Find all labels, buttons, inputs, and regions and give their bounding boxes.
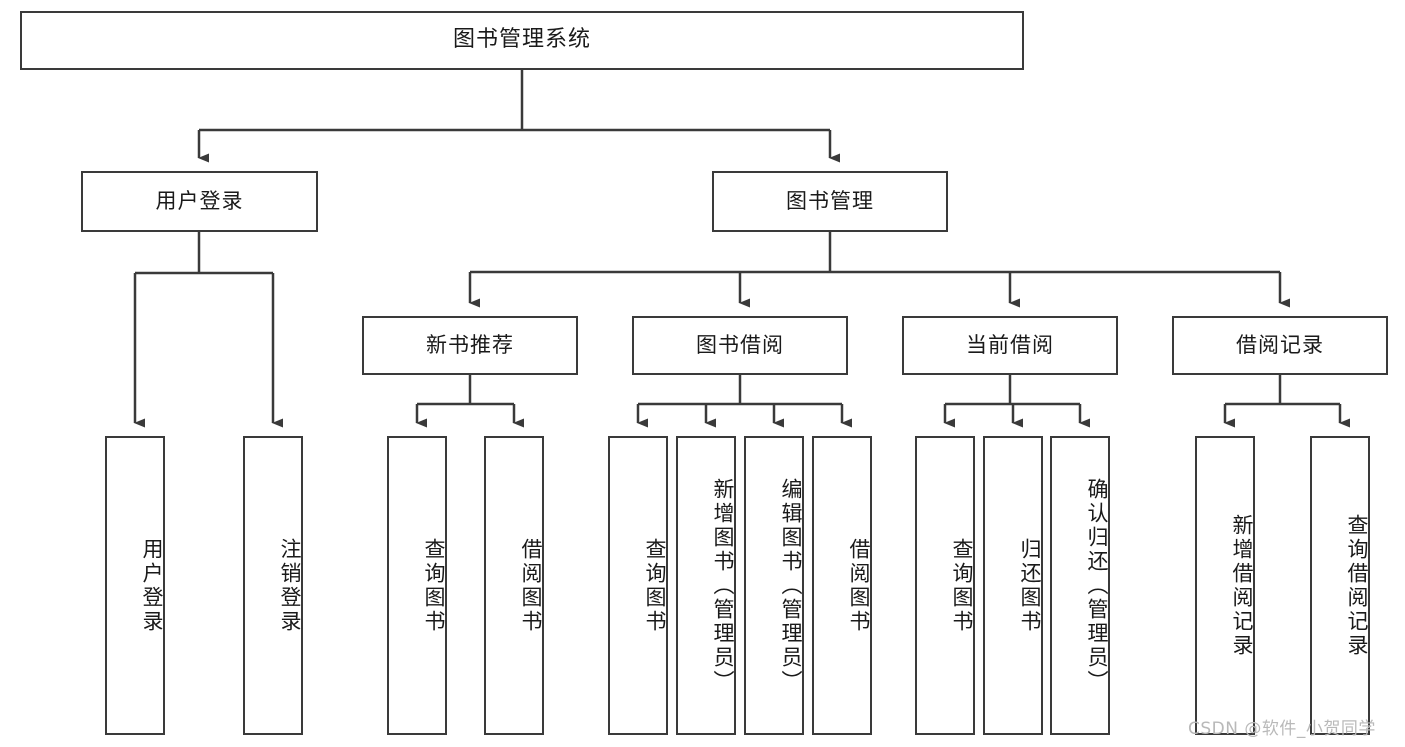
node-label: 注销登录 bbox=[278, 537, 302, 634]
node-label: 借阅图书 bbox=[847, 537, 871, 634]
node-label: 新增借阅记录 bbox=[1230, 513, 1254, 658]
node-book-management[interactable]: 图书管理 bbox=[712, 171, 948, 232]
node-leaf-query-book-current[interactable]: 查询图书 bbox=[915, 436, 975, 735]
node-leaf-borrow-book[interactable]: 借阅图书 bbox=[812, 436, 872, 735]
node-label: 查询借阅记录 bbox=[1345, 513, 1369, 658]
node-leaf-query-book-recommend[interactable]: 查询图书 bbox=[387, 436, 447, 735]
node-leaf-query-borrow-record[interactable]: 查询借阅记录 bbox=[1310, 436, 1370, 735]
node-leaf-query-book-borrow[interactable]: 查询图书 bbox=[608, 436, 668, 735]
node-leaf-logout-login[interactable]: 注销登录 bbox=[243, 436, 303, 735]
node-leaf-add-borrow-record[interactable]: 新增借阅记录 bbox=[1195, 436, 1255, 735]
node-leaf-borrow-book-recommend[interactable]: 借阅图书 bbox=[484, 436, 544, 735]
node-label: 借阅记录 bbox=[1236, 332, 1324, 357]
node-leaf-edit-book[interactable]: 编辑图书（管理员） bbox=[744, 436, 804, 735]
node-label: 查询图书 bbox=[422, 537, 446, 634]
node-label: 借阅图书 bbox=[519, 537, 543, 634]
node-label: 确认归还（管理员） bbox=[1085, 477, 1109, 694]
node-leaf-user-login[interactable]: 用户登录 bbox=[105, 436, 165, 735]
node-new-book-recommend[interactable]: 新书推荐 bbox=[362, 316, 578, 375]
node-current-borrow[interactable]: 当前借阅 bbox=[902, 316, 1118, 375]
node-label: 新增图书（管理员） bbox=[711, 477, 735, 694]
node-label: 用户登录 bbox=[155, 188, 244, 213]
watermark-text: CSDN @软件_小贺同学 bbox=[1188, 719, 1376, 739]
node-label: 图书管理 bbox=[786, 188, 874, 213]
node-label: 用户登录 bbox=[140, 537, 164, 634]
node-leaf-return-book[interactable]: 归还图书 bbox=[983, 436, 1043, 735]
node-leaf-add-book[interactable]: 新增图书（管理员） bbox=[676, 436, 736, 735]
node-leaf-confirm-return[interactable]: 确认归还（管理员） bbox=[1050, 436, 1110, 735]
node-label: 当前借阅 bbox=[966, 332, 1054, 357]
node-borrow-record[interactable]: 借阅记录 bbox=[1172, 316, 1388, 375]
node-label: 图书借阅 bbox=[696, 332, 784, 357]
node-book-borrow[interactable]: 图书借阅 bbox=[632, 316, 848, 375]
node-label: 查询图书 bbox=[950, 537, 974, 634]
node-label: 图书管理系统 bbox=[452, 27, 591, 53]
node-label: 编辑图书（管理员） bbox=[779, 477, 803, 694]
node-label: 查询图书 bbox=[643, 537, 667, 634]
node-root-book-management-system[interactable]: 图书管理系统 bbox=[20, 11, 1024, 70]
node-label: 新书推荐 bbox=[426, 332, 514, 357]
node-label: 归还图书 bbox=[1018, 537, 1042, 634]
node-user-login[interactable]: 用户登录 bbox=[81, 171, 318, 232]
